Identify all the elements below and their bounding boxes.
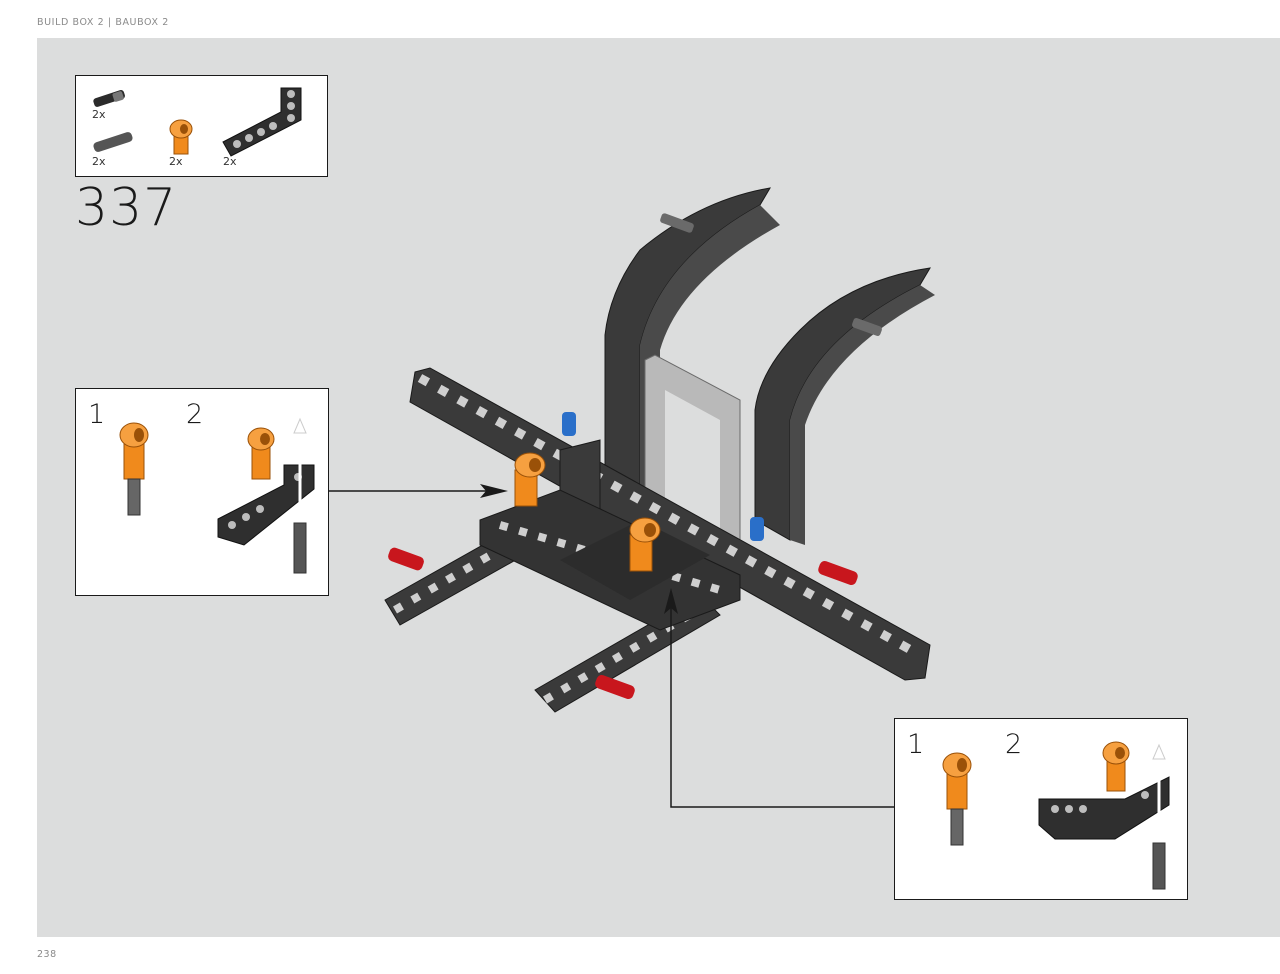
gray-pin-2: [852, 318, 882, 336]
red-pin-2: [818, 560, 858, 586]
l-liftarm-black-icon: [222, 87, 302, 157]
blue-pin-2: [750, 517, 764, 541]
step-number: 337: [75, 178, 178, 238]
sub-assembly-callout-right: 1 2: [894, 718, 1188, 900]
gray-pin-1: [660, 213, 694, 233]
callout-line-right: [670, 600, 894, 808]
orange-connector-with-pin-icon: [942, 752, 972, 846]
part-qty: 2x: [92, 155, 106, 168]
axle-pin-dark-gray-icon: [93, 132, 133, 152]
arrow-up-icon: [664, 588, 678, 614]
upright-frame-left: [604, 187, 780, 508]
arrow-left-icon: [480, 484, 508, 498]
l-liftarm-with-connector-icon: [1038, 741, 1170, 890]
blue-pin-1: [562, 412, 576, 436]
sub-step-number: 2: [1005, 729, 1023, 760]
l-liftarm-with-connector-icon: [217, 417, 315, 574]
orange-connector-1: [514, 452, 546, 507]
page-number: 238: [37, 949, 57, 960]
page-header: BUILD BOX 2 | BAUBOX 2: [37, 17, 169, 28]
part-qty: 2x: [92, 108, 106, 121]
orange-connector-2: [629, 517, 661, 572]
red-pin-1: [388, 547, 424, 571]
sub-step-number: 2: [186, 399, 204, 430]
axle-pin-black-icon: [93, 90, 125, 107]
upright-frame-right: [754, 267, 935, 545]
axle-connector-orange-icon: [169, 119, 193, 155]
parts-list-box: 2x 2x 2x 2x: [75, 75, 328, 177]
part-qty: 2x: [223, 155, 237, 168]
sub-step-number: 1: [907, 729, 925, 760]
cross-beam-long: [409, 367, 931, 681]
part-qty: 2x: [169, 155, 183, 168]
sub-step-number: 1: [88, 399, 106, 430]
orange-connector-with-pin-icon: [119, 422, 149, 516]
red-pin-3: [595, 674, 635, 700]
sub-assembly-callout-left: 1 2: [75, 388, 329, 596]
